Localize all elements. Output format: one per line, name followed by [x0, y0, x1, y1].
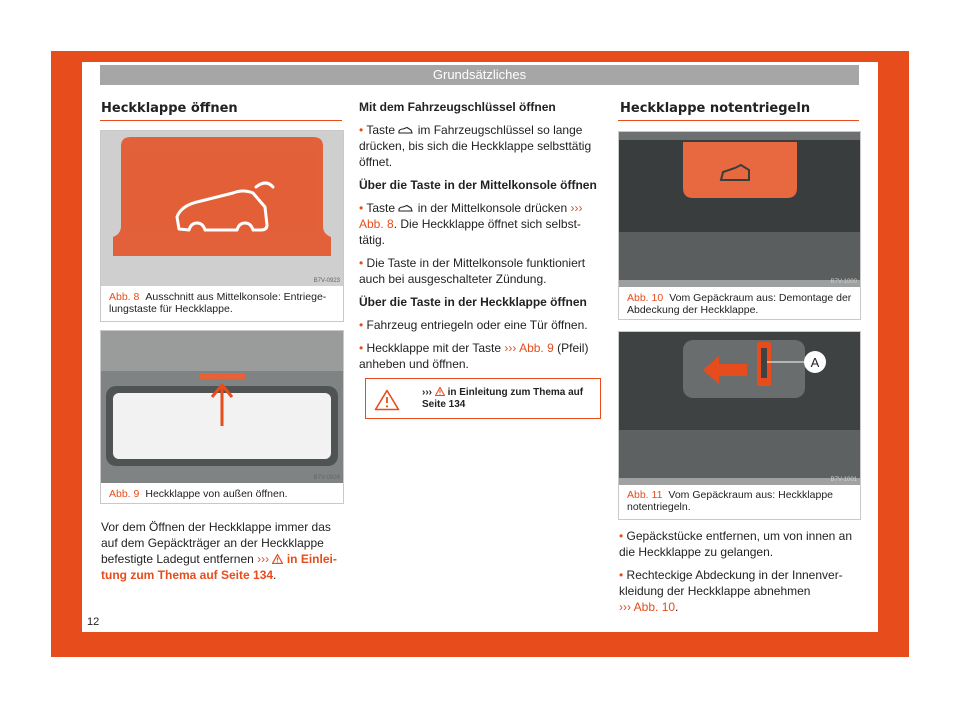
bullet-lift: • Heckklappe mit der Taste ››› Abb. 9 (P… [359, 341, 589, 371]
bullet-ignition: • Die Taste in der Mittelkonsole funktio… [359, 256, 586, 286]
trunk-cover-image: B7V-1000 [619, 132, 860, 287]
bullet-console: • Taste in der Mittelkonsole drücken ›››… [359, 201, 583, 247]
page-number: 12 [87, 616, 100, 628]
arrow-left-icon [703, 356, 747, 384]
image-code: B7V-0924 [313, 475, 340, 481]
car-tailgate-icon [398, 205, 414, 212]
caption-text: Vom Gepäckraum aus: Demontage der Abdeck… [627, 292, 852, 316]
tailgate-exterior-illustration [101, 331, 343, 483]
tailgate-exterior-image: B7V-0924 [101, 331, 343, 483]
bullet-remove-luggage: • Gepäckstücke entfernen, um von innen a… [619, 529, 853, 559]
ref-abb-10[interactable]: Abb. 10 [633, 600, 676, 614]
warning-icon [434, 386, 446, 397]
figure-label: Abb. 11 [627, 489, 663, 501]
heading-rule [618, 120, 859, 121]
car-tailgate-icon [175, 189, 269, 232]
image-code: B7V-0923 [313, 278, 340, 284]
caption-text: Vom Gepäckraum aus: Heckklappe notentrie… [627, 489, 834, 513]
right-bullets: • Gepäckstücke entfernen, um von innen a… [619, 528, 859, 622]
heading-heckklappe-oeffnen: Heckklappe öffnen [101, 101, 238, 116]
middle-column: Mit dem Fahrzeugschlüssel öffnen • Taste… [359, 99, 599, 379]
ref-abb-8[interactable]: Abb. 8 [359, 217, 394, 231]
paragraph-text: Vor dem Öffnen der Heckklappe immer das … [101, 520, 331, 566]
emergency-release-image: A B7V-1001 [619, 332, 860, 485]
section-header: Grundsätzliches [100, 65, 859, 85]
figure-label: Abb. 8 [109, 291, 140, 303]
image-code: B7V-1000 [830, 279, 857, 285]
warning-icon [271, 553, 285, 565]
warning-box: ››› in Einleitung zum Thema auf Seite 13… [365, 378, 601, 419]
figure-label: Abb. 10 [627, 292, 664, 304]
image-code: B7V-1001 [830, 477, 857, 483]
warning-icon [374, 389, 400, 411]
heading-rule [100, 120, 342, 121]
subheading-tailgate-button: Über die Taste in der Heckklappe öffnen [359, 295, 587, 309]
ref-abb-9[interactable]: Abb. 9 [519, 341, 554, 355]
console-button-image: B7V-0923 [101, 131, 343, 286]
caption-text: Heckklappe von außen öffnen. [145, 488, 288, 500]
caption-text: Ausschnitt aus Mittelkonsole: Entriege-l… [109, 291, 327, 315]
arrow-up-icon [210, 383, 234, 398]
figure-label: Abb. 9 [109, 488, 140, 500]
trunk-cover-illustration [619, 132, 860, 287]
link-arrows: ››› [257, 552, 270, 566]
subheading-key: Mit dem Fahrzeugschlüssel öffnen [359, 100, 556, 114]
bullet-unlock: • Fahrzeug entriegeln oder eine Tür öffn… [359, 318, 588, 332]
intro-paragraph: Vor dem Öffnen der Heckklappe immer das … [101, 519, 341, 583]
car-tailgate-icon [398, 127, 414, 134]
figure-abb-9: B7V-0924 Abb. 9 Heckklappe von außen öffn… [100, 330, 344, 504]
figure-caption: Abb. 9 Heckklappe von außen öffnen. [109, 488, 335, 500]
tailgate-button-illustration [101, 131, 343, 286]
bullet-key: • Taste im Fahrzeugschlüssel so lange dr… [359, 123, 592, 169]
emergency-release-illustration: A [619, 332, 860, 485]
paragraph-end: . [273, 568, 277, 582]
subheading-console: Über die Taste in der Mittelkonsole öffn… [359, 178, 597, 192]
reference-link[interactable]: in Einlei-tung zum Thema auf Seite 134 [101, 552, 337, 582]
marker-a: A [811, 355, 820, 370]
warning-reference[interactable]: ››› in Einleitung zum Thema auf Seite 13… [422, 386, 584, 410]
car-tailgate-icon [719, 163, 750, 181]
bullet-remove-cover: • Rechteckige Abdeckung in der Innenver-… [619, 568, 843, 614]
heading-notentriegeln: Heckklappe notentriegeln [620, 101, 811, 116]
